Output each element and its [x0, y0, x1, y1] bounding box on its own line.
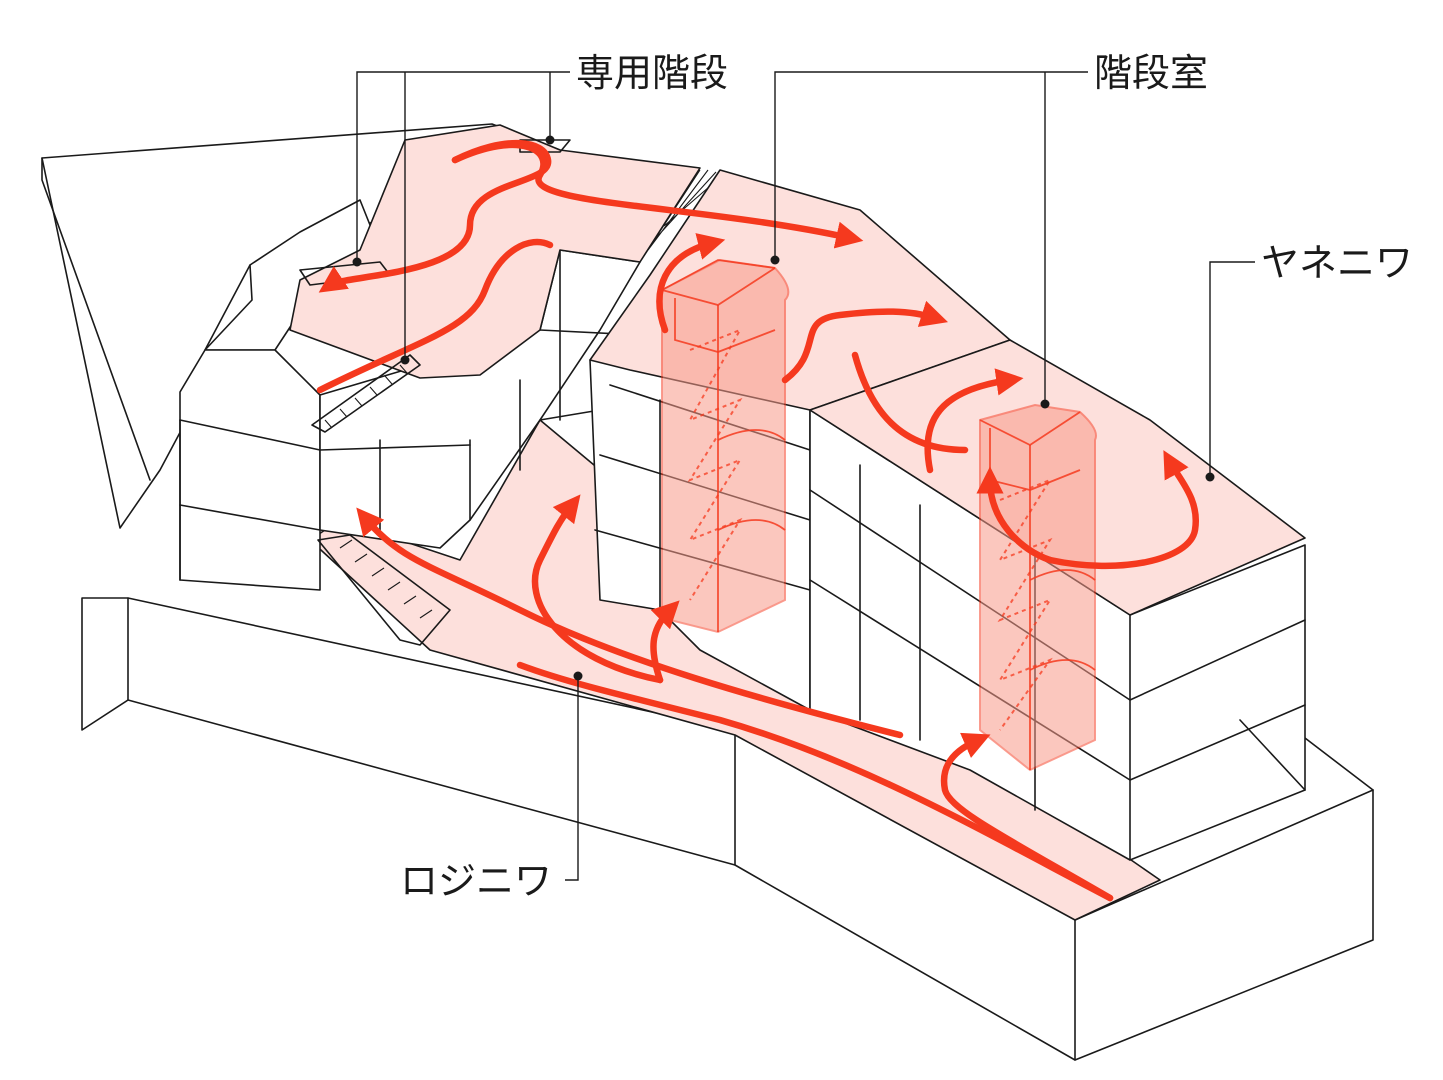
label-stairwell: 階段室 [1094, 51, 1208, 95]
stairwell-core-east [979, 403, 1097, 772]
flow-arrow [316, 238, 554, 394]
label-private-stairs: 専用階段 [576, 51, 728, 95]
flow-arrow [656, 233, 726, 334]
flow-arrow [516, 661, 1114, 902]
flow-arrow [851, 351, 969, 454]
flow-arrow [451, 141, 864, 249]
label-roof-garden: ヤネニワ [1261, 241, 1413, 285]
flow-arrow [531, 494, 664, 684]
label-alley-garden: ロジニワ [400, 859, 552, 903]
circulation-flows [316, 139, 1200, 902]
flow-arrow [650, 600, 680, 684]
flow-arrow [781, 300, 949, 384]
flow-arrow [976, 466, 1054, 564]
flow-arrow [924, 368, 1024, 474]
flow-arrow [1046, 450, 1200, 570]
stairwell-core-west [661, 258, 790, 634]
west-building [179, 124, 725, 646]
leader-lines [352, 71, 1255, 881]
